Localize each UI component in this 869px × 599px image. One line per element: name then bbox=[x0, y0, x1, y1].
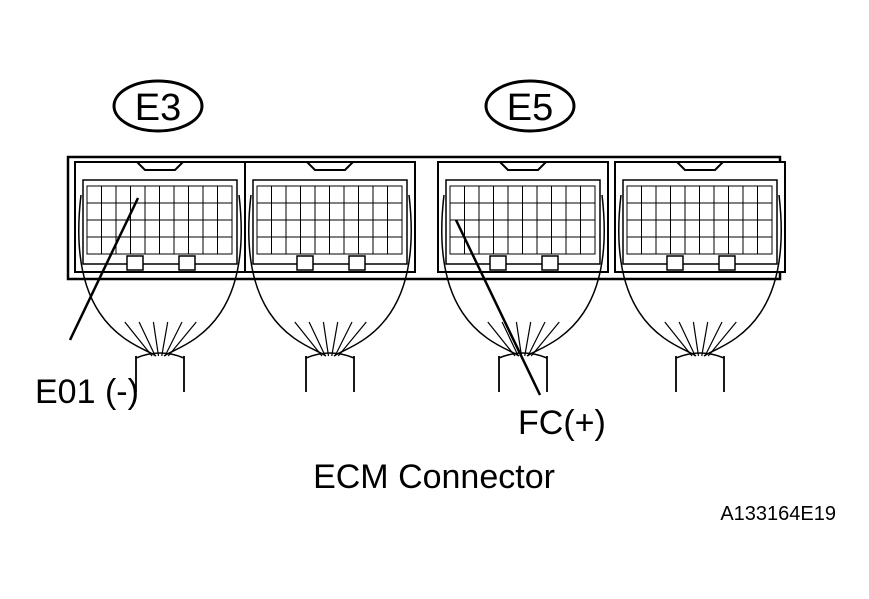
harness-strand bbox=[294, 321, 323, 357]
harness-sheath bbox=[675, 356, 725, 392]
connector-block-1 bbox=[74, 161, 246, 273]
connector-e3-badge: E3 bbox=[112, 79, 204, 133]
harness-strand bbox=[322, 321, 330, 357]
connector-block-3 bbox=[437, 161, 609, 273]
e01-leader-line bbox=[68, 197, 140, 341]
block-key-notch bbox=[666, 255, 684, 271]
harness-sheath bbox=[498, 356, 548, 392]
diagram-caption: ECM Connector bbox=[313, 458, 555, 496]
harness-strand bbox=[152, 321, 160, 357]
block-latch bbox=[136, 161, 184, 171]
pin-cell bbox=[757, 236, 773, 255]
block-key-notch bbox=[489, 255, 507, 271]
harness-strand bbox=[701, 321, 709, 357]
harness-2 bbox=[248, 194, 412, 392]
e01-terminal-label: E01 (-) bbox=[35, 373, 139, 411]
block-cavity bbox=[252, 179, 408, 265]
block-cavity bbox=[445, 179, 601, 265]
harness-sheath-top bbox=[675, 352, 725, 359]
figure-id: A133164E19 bbox=[720, 503, 836, 525]
harness-strand bbox=[161, 321, 169, 357]
block-key-notch bbox=[718, 255, 736, 271]
pin-grid bbox=[86, 185, 233, 255]
connector-e5-label: E5 bbox=[507, 87, 553, 129]
harness-strand bbox=[124, 321, 153, 357]
harness-4 bbox=[618, 194, 782, 392]
connector-e3-label: E3 bbox=[135, 87, 181, 129]
harness-strand bbox=[524, 321, 532, 357]
fc-terminal-label: FC(+) bbox=[518, 404, 606, 442]
fc-leader-line bbox=[454, 219, 542, 396]
harness-strand bbox=[664, 321, 693, 357]
block-latch bbox=[306, 161, 354, 171]
pin-cell bbox=[387, 236, 403, 255]
harness-3 bbox=[441, 194, 605, 392]
harness-strand bbox=[487, 321, 516, 357]
pin-grid bbox=[626, 185, 773, 255]
harness-strand bbox=[692, 321, 700, 357]
wire-harnesses bbox=[78, 194, 782, 392]
harness-left-wire bbox=[618, 194, 697, 357]
harness-sheath bbox=[305, 356, 355, 392]
harness-sheath bbox=[135, 356, 185, 392]
connector-e5-badge: E5 bbox=[484, 79, 576, 133]
harness-strand bbox=[337, 321, 367, 357]
pin-cell bbox=[580, 236, 596, 255]
block-key-notch bbox=[541, 255, 559, 271]
block-key-notch bbox=[126, 255, 144, 271]
block-key-notch bbox=[348, 255, 366, 271]
block-latch bbox=[499, 161, 547, 171]
harness-strand bbox=[167, 321, 197, 357]
harness-left-wire bbox=[441, 194, 520, 357]
harness-sheath-top bbox=[135, 352, 185, 359]
harness-sheath-top bbox=[498, 352, 548, 359]
connector-block-4 bbox=[614, 161, 786, 273]
block-key-notch bbox=[296, 255, 314, 271]
pin-grid bbox=[449, 185, 596, 255]
pin-cell bbox=[217, 236, 233, 255]
harness-left-wire bbox=[78, 194, 157, 357]
harness-strand bbox=[331, 321, 339, 357]
harness-strand bbox=[707, 321, 737, 357]
harness-strand bbox=[530, 321, 560, 357]
connector-block-2 bbox=[244, 161, 416, 273]
block-key-notch bbox=[178, 255, 196, 271]
block-latch bbox=[676, 161, 724, 171]
block-cavity bbox=[622, 179, 778, 265]
harness-sheath-top bbox=[305, 352, 355, 359]
harness-left-wire bbox=[248, 194, 327, 357]
pin-grid bbox=[256, 185, 403, 255]
harness-1 bbox=[78, 194, 242, 392]
connector-blocks bbox=[74, 161, 786, 273]
block-cavity bbox=[82, 179, 238, 265]
